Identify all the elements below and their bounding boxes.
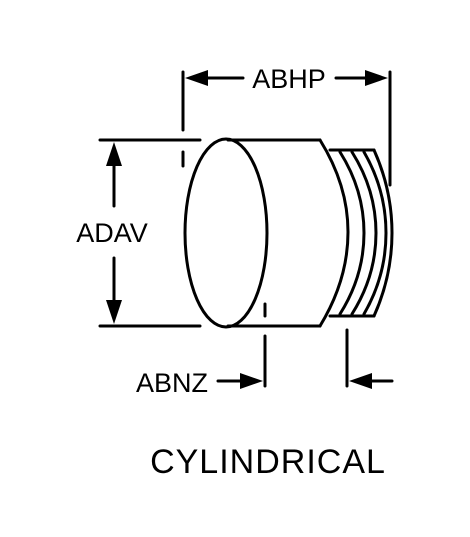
front-face-ellipse — [183, 137, 269, 329]
groove-ring-1 — [338, 150, 366, 316]
dimension-abhp: ABHP — [181, 64, 392, 187]
abnz-right-arrowhead — [349, 373, 372, 389]
cylinder-body — [183, 137, 350, 329]
groove-ring-4 — [372, 148, 394, 318]
body-back-edge — [318, 138, 350, 328]
adav-bottom-arrowhead — [106, 300, 122, 324]
abnz-left-arrowhead — [240, 373, 263, 389]
groove-ring-3 — [362, 150, 388, 316]
abhp-left-arrowhead — [185, 70, 208, 86]
dimension-adav: ADAV — [76, 138, 202, 328]
shape-caption: CYLINDRICAL — [150, 443, 386, 481]
grooved-end — [328, 148, 394, 318]
groove-ring-2 — [350, 150, 378, 316]
abnz-label: ABNZ — [136, 368, 208, 398]
adav-label: ADAV — [76, 218, 148, 248]
adav-top-arrowhead — [106, 142, 122, 166]
abhp-label: ABHP — [252, 64, 326, 94]
dimension-abnz: ABNZ — [136, 302, 394, 398]
abhp-right-arrowhead — [365, 70, 388, 86]
